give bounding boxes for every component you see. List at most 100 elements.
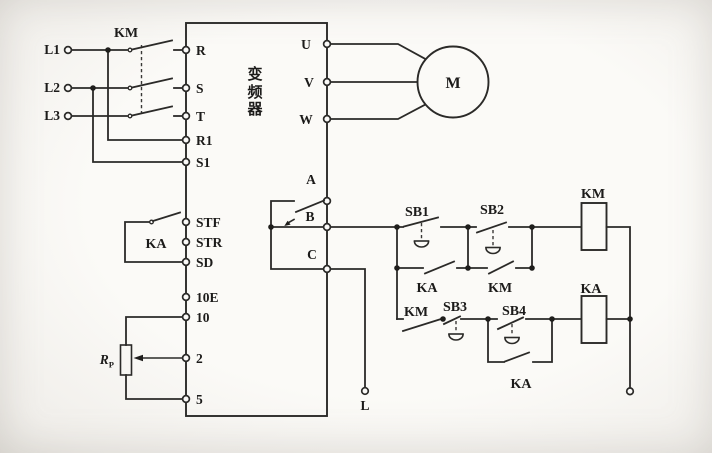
abc-bracket — [270, 200, 325, 270]
terminal-c-circle — [322, 264, 332, 274]
junction-dot — [440, 316, 446, 322]
sb3-contact-arm — [442, 315, 462, 326]
terminal-l-circle — [360, 386, 370, 396]
line-l2-label: L2 — [44, 80, 60, 95]
terminal-stf-circle — [181, 217, 191, 227]
terminal-v-circle — [322, 77, 332, 87]
terminal-a-label: A — [306, 172, 316, 187]
c-to-l-wire — [329, 268, 366, 389]
motor-label: M — [445, 75, 460, 92]
sb4-label: SB4 — [502, 304, 526, 319]
km-interlock-contact: KM — [401, 305, 443, 333]
km-interlock-arm — [401, 317, 443, 333]
sb3-label: SB3 — [443, 300, 467, 315]
terminal-b-circle — [322, 222, 332, 232]
potentiometer: RP — [99, 316, 184, 400]
km-contactor-label: KM — [114, 26, 138, 41]
pot-top-wire — [125, 316, 184, 346]
terminal-t-label: T — [196, 109, 205, 124]
ka-coil-body — [580, 295, 608, 344]
sb1-contact-arm — [402, 216, 440, 228]
terminal-r1-circle — [181, 135, 191, 145]
km-holding-contact: KM — [487, 260, 515, 296]
terminal-t-circle — [181, 111, 191, 121]
control-circuit: SB1 SB2 KM KA KM KM — [329, 187, 635, 413]
ka-parallel-label: KA — [511, 377, 533, 392]
terminal-c-label: C — [307, 247, 317, 262]
terminal-l1-circle — [63, 45, 73, 55]
sb3-actuator-cup — [448, 333, 464, 341]
rail-end-terminal-circle — [625, 387, 635, 396]
motor-symbol — [416, 45, 490, 119]
terminal-sd-label: SD — [196, 255, 214, 270]
inverter-right-terminals: U V W A B C — [299, 37, 332, 274]
junction-dot — [394, 224, 400, 230]
inverter-name-char-2: 频 — [247, 83, 262, 101]
control-wires — [329, 226, 631, 389]
terminal-l2-circle — [63, 83, 73, 93]
km-coil-body — [580, 202, 608, 251]
ka-contact-arm — [151, 211, 182, 223]
junction-dot — [549, 316, 555, 322]
junction-dot — [394, 265, 400, 271]
km-holding-arm — [487, 260, 515, 275]
junction-dot — [90, 85, 96, 91]
terminal-l-label: L — [360, 398, 369, 413]
terminal-b-label: B — [305, 209, 314, 224]
ka-parallel-contact: KA — [487, 318, 553, 392]
inverter-left-terminals: R S T R1 S1 STF STR SD 10E 10 2 5 — [181, 43, 223, 407]
inverter-name-char-3: 器 — [246, 101, 263, 118]
terminal-r1-label: R1 — [196, 133, 213, 148]
junction-dot — [529, 265, 535, 271]
terminal-10e-circle — [181, 292, 191, 302]
terminal-stf-label: STF — [196, 215, 221, 230]
km-contact-arm-3 — [130, 105, 174, 117]
line-l3-label: L3 — [44, 108, 60, 123]
b-contact-arrowhead — [284, 220, 291, 226]
km-coil-label: KM — [581, 187, 605, 202]
pot-label: RP — [99, 352, 114, 370]
terminal-5-circle — [181, 394, 191, 404]
sb1-button: SB1 — [402, 205, 440, 248]
terminal-r-circle — [181, 45, 191, 55]
pot-label-subscript: P — [109, 360, 114, 370]
junction-dot — [627, 316, 633, 322]
ka-holding-contact: KA — [417, 260, 456, 296]
terminal-s-label: S — [196, 81, 204, 96]
junction-dot — [465, 265, 471, 271]
w-phase-wire — [329, 103, 426, 120]
ka-holding-arm — [423, 260, 456, 275]
terminal-2-circle — [181, 353, 191, 363]
inverter-name-char-1: 变 — [247, 65, 262, 83]
junction-dot — [485, 316, 491, 322]
terminal-10-label: 10 — [196, 310, 210, 325]
km-holding-label: KM — [488, 281, 512, 296]
a-contact-arm — [294, 199, 326, 214]
terminal-l3-circle — [63, 111, 73, 121]
terminal-v-label: V — [304, 75, 314, 90]
junction-dot — [529, 224, 535, 230]
ka-parallel-bracket — [487, 318, 553, 363]
right-rail — [605, 226, 631, 389]
inverter-name: 变 频 器 — [246, 65, 263, 118]
junction-dot — [465, 224, 471, 230]
sb1-label: SB1 — [405, 205, 429, 220]
sb4-button: SB4 — [496, 304, 526, 345]
motor-circuit: M — [329, 43, 490, 120]
terminal-s-circle — [181, 83, 191, 93]
terminal-w-circle — [322, 114, 332, 124]
inverter: 变 频 器 R S T R1 S1 STF STR SD 10E 10 — [181, 22, 332, 417]
sb2-button: SB2 — [475, 203, 508, 255]
terminal-10-circle — [181, 312, 191, 322]
km-main-contactor: KM — [114, 26, 174, 119]
sb2-actuator-cup — [485, 247, 501, 255]
ka-run-contact-label: KA — [146, 237, 168, 252]
terminal-10e-label: 10E — [196, 290, 219, 305]
km-contact-arm-1 — [130, 39, 174, 51]
sb4-contact-arm — [496, 316, 525, 331]
terminal-w-label: W — [299, 112, 313, 127]
pot-bottom-wire — [125, 374, 184, 400]
pot-label-symbol: R — [99, 352, 109, 367]
